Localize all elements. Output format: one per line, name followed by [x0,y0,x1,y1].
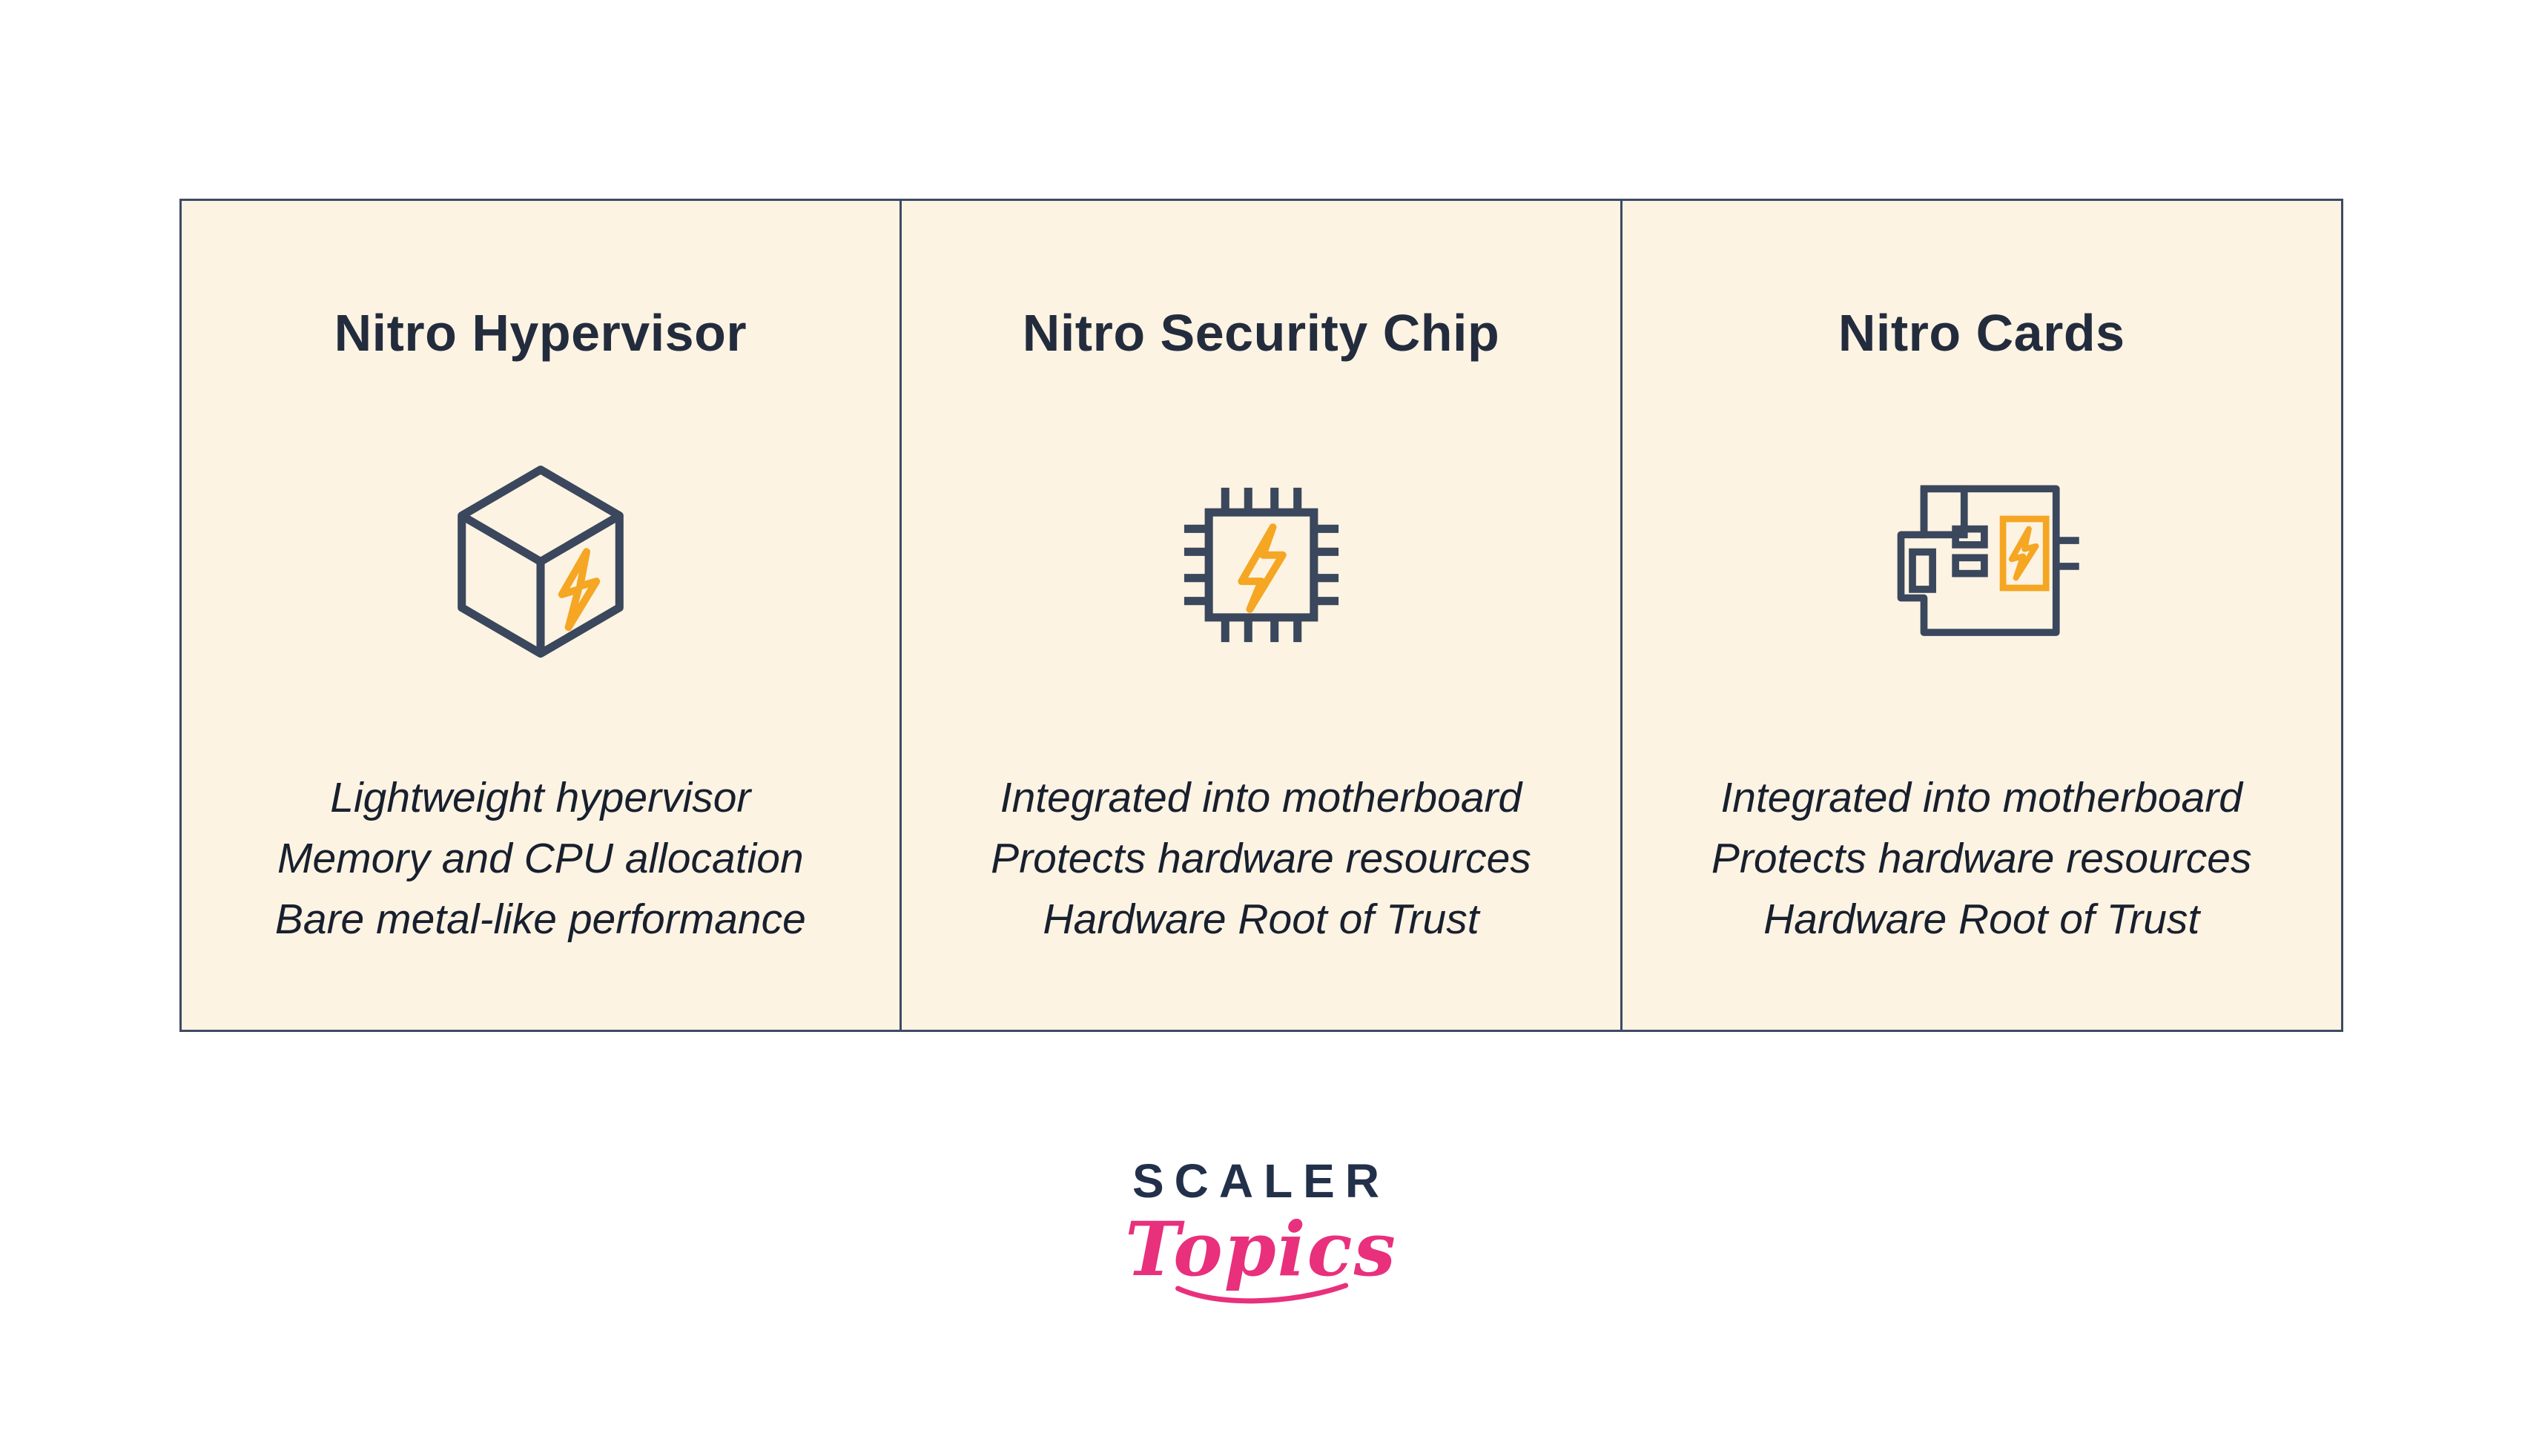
card-title: Nitro Cards [1838,304,2125,362]
description-line: Integrated into motherboard [1720,774,2242,821]
cube-lightning-icon [426,450,656,680]
card-nitro-security-chip: Nitro Security Chip Integrated into moth… [899,199,1623,1032]
description-line: Hardware Root of Trust [1763,896,2200,944]
description-line: Protects hardware resources [1711,835,2252,883]
circuit-card-lightning-icon [1866,450,2096,680]
scaler-topics-logo: SCALER Topics [1125,1154,1397,1311]
card-title: Nitro Hypervisor [334,304,747,362]
logo-flourish-swoosh [1125,1283,1397,1311]
card-title: Nitro Security Chip [1022,304,1500,362]
description-line: Hardware Root of Trust [1043,896,1479,944]
description-line: Memory and CPU allocation [277,835,804,883]
logo-scaler-text: SCALER [1132,1154,1390,1208]
card-description: Integrated into motherboard Protects har… [1711,767,2252,950]
nitro-cards-row: Nitro Hypervisor Lightweight hypervisor … [179,199,2343,1032]
description-line: Lightweight hypervisor [330,774,751,821]
description-line: Protects hardware resources [991,835,1531,883]
description-line: Bare metal-like performance [274,896,806,944]
card-nitro-hypervisor: Nitro Hypervisor Lightweight hypervisor … [179,199,902,1032]
description-line: Integrated into motherboard [1000,774,1522,821]
logo-topics-text: Topics [1125,1205,1397,1293]
card-description: Lightweight hypervisor Memory and CPU al… [275,767,806,950]
card-nitro-cards: Nitro Cards Integrated into motherboard … [1620,199,2343,1032]
chip-lightning-icon [1146,450,1376,680]
card-description: Integrated into motherboard Protects har… [991,767,1531,950]
